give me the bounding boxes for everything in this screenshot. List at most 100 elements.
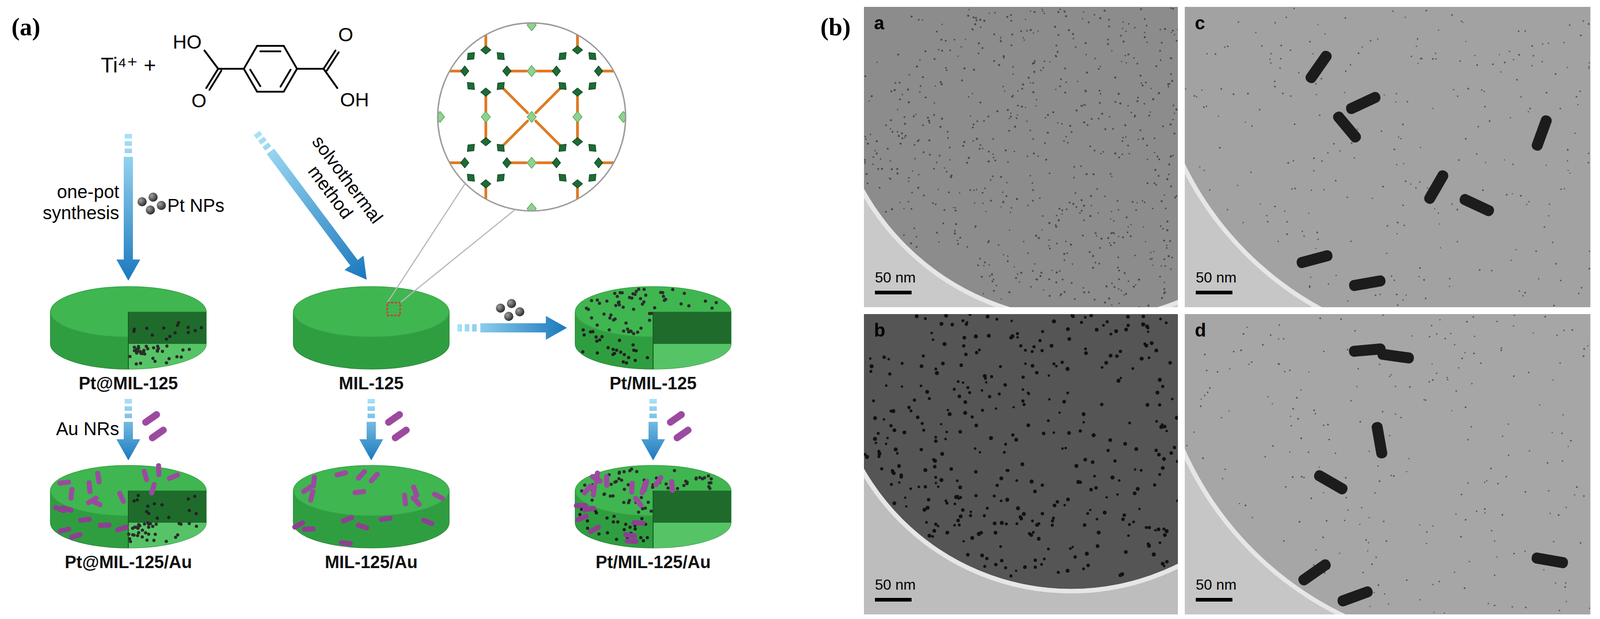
pt-particle bbox=[1039, 274, 1042, 278]
pt-particle bbox=[1343, 519, 1346, 521]
au-nanorod bbox=[1330, 109, 1364, 145]
au-nanorod bbox=[352, 488, 367, 496]
pt-particle bbox=[1383, 94, 1386, 96]
pt-particle bbox=[1163, 281, 1166, 283]
pt-particle bbox=[1393, 279, 1396, 281]
pt-particle bbox=[1040, 483, 1045, 487]
pt-particle bbox=[1044, 116, 1046, 119]
pt-particle bbox=[967, 156, 970, 160]
pt-particle bbox=[1464, 137, 1467, 140]
pt-particle bbox=[903, 496, 907, 499]
pt-particle bbox=[609, 313, 613, 317]
pt-particle bbox=[1009, 574, 1013, 578]
pt-particle bbox=[1104, 128, 1106, 131]
pt-particle bbox=[997, 244, 1000, 246]
pt-particle bbox=[1254, 32, 1257, 34]
pt-particle bbox=[939, 125, 942, 128]
pt-particle bbox=[142, 522, 147, 526]
pt-particle bbox=[1589, 607, 1591, 609]
pt-particle bbox=[1453, 343, 1456, 346]
pt-particle bbox=[155, 516, 160, 520]
pt-particle bbox=[1052, 431, 1056, 434]
pt-particle bbox=[1578, 292, 1580, 295]
pt-particle bbox=[1524, 606, 1527, 609]
pt-particle bbox=[944, 39, 947, 42]
pt-particle bbox=[622, 500, 626, 504]
pt-particle bbox=[934, 85, 936, 87]
pt-nanoparticles bbox=[137, 192, 166, 215]
pt-particle bbox=[900, 361, 904, 365]
pt-particle bbox=[1056, 121, 1059, 124]
pt-particle bbox=[1472, 315, 1474, 318]
cut-edge bbox=[127, 311, 129, 369]
pt-particle bbox=[1020, 271, 1023, 274]
pt-particle bbox=[1027, 392, 1030, 396]
pt-particle bbox=[1419, 146, 1422, 149]
pt-particle bbox=[1141, 84, 1144, 87]
pt-particle bbox=[901, 93, 903, 95]
pt-particle bbox=[905, 505, 908, 508]
pt-particle bbox=[973, 334, 979, 339]
pt-particle bbox=[175, 355, 179, 359]
pt-particle bbox=[1125, 216, 1128, 219]
pt-particle bbox=[1123, 549, 1128, 554]
pt-particle bbox=[1021, 399, 1025, 403]
pt-particle bbox=[1435, 52, 1437, 55]
pt-particle bbox=[962, 335, 967, 340]
pt-particle bbox=[709, 480, 713, 484]
pt-particle bbox=[1201, 89, 1203, 91]
pt-particle bbox=[1120, 289, 1122, 292]
pt-particle bbox=[984, 380, 988, 384]
pt-particle bbox=[1041, 229, 1043, 231]
pt-particle bbox=[1394, 385, 1397, 387]
pt-particle bbox=[619, 350, 623, 354]
pt-particle bbox=[1133, 27, 1136, 29]
pt-particle bbox=[1011, 433, 1015, 437]
pt-particle bbox=[160, 503, 164, 507]
pt-particle bbox=[1287, 161, 1290, 164]
pt-particle bbox=[982, 202, 984, 204]
pt-particle bbox=[1278, 324, 1281, 326]
pt-particle bbox=[152, 346, 156, 350]
pt-particle bbox=[995, 406, 998, 410]
pt-particle bbox=[648, 318, 652, 322]
pt-particle bbox=[1310, 189, 1313, 191]
au-nanorod bbox=[420, 516, 435, 527]
pt-particle bbox=[1089, 487, 1094, 492]
pt-particle bbox=[1531, 65, 1533, 67]
pt-particle bbox=[1424, 297, 1427, 300]
pt-particle bbox=[1132, 491, 1137, 495]
pt-particle bbox=[1060, 78, 1062, 81]
pt-particle bbox=[938, 154, 941, 157]
pt-particle bbox=[1579, 34, 1582, 37]
au-nanorod bbox=[1457, 192, 1496, 219]
pt-particle bbox=[1135, 208, 1138, 211]
au-nanorod bbox=[155, 462, 162, 477]
arrow-dash bbox=[367, 406, 375, 411]
pt-particle bbox=[1092, 254, 1095, 257]
pt-particle bbox=[173, 330, 177, 335]
pt-particle bbox=[582, 483, 587, 487]
pt-particle bbox=[614, 479, 618, 483]
pt-particle bbox=[1073, 297, 1076, 300]
pt-particle bbox=[617, 476, 621, 480]
pt-particle bbox=[1114, 285, 1116, 288]
pt-particle bbox=[633, 292, 637, 297]
pt-particle bbox=[911, 191, 913, 194]
pt-particle bbox=[615, 537, 619, 541]
pt-particle bbox=[930, 331, 934, 335]
pt-particle bbox=[945, 430, 949, 434]
pt-particle bbox=[1033, 152, 1035, 154]
pt-particle bbox=[151, 356, 155, 360]
pt-particle bbox=[931, 338, 935, 341]
pt-particle bbox=[160, 349, 165, 353]
pt-particle bbox=[935, 30, 938, 33]
pt-particle bbox=[1110, 475, 1115, 480]
pt-particle bbox=[1083, 457, 1088, 462]
pt-particle bbox=[993, 33, 996, 36]
pt-particle bbox=[611, 520, 616, 524]
pt-particle bbox=[1565, 600, 1568, 602]
pt-particle bbox=[1170, 185, 1172, 187]
pt-particle bbox=[1406, 100, 1409, 103]
pt-particle bbox=[868, 100, 870, 102]
